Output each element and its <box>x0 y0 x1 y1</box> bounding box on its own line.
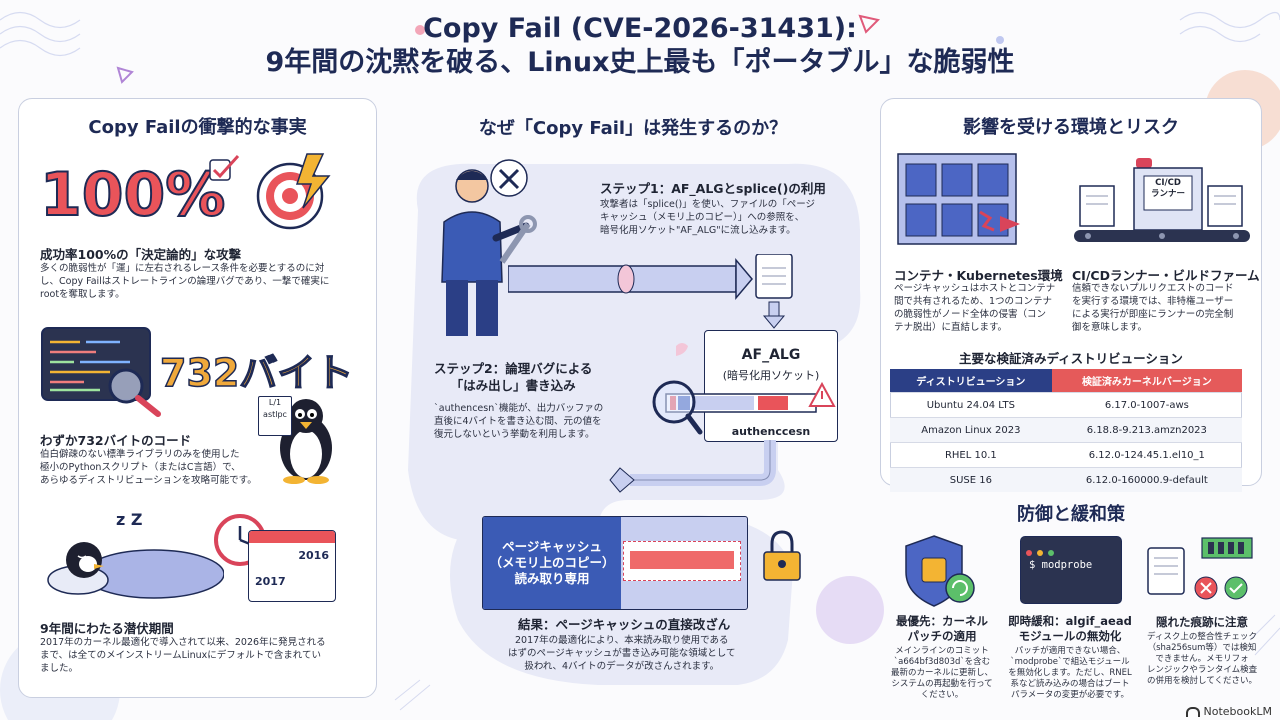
def1-heading: 最優先：カーネル パッチの適用 <box>896 614 988 643</box>
stat3-heading: 9年間にわたる潜伏期間 <box>40 621 174 636</box>
success-rate-stat: 100% <box>39 159 226 231</box>
step1-heading: ステップ1：AF_ALGとsplice()の利用 <box>600 181 826 196</box>
page-title: Copy Fail (CVE-2026-31431): 9年間の沈黙を破る、Li… <box>0 12 1280 80</box>
def2-body: パッチが適用できない場合、 `modprobe`で組込モジュール を無効化します… <box>1008 646 1132 700</box>
runner-label: CI/CD ランナー <box>1150 178 1185 199</box>
stat1-body: 多くの脆弱性が「運」に左右されるレース条件を必要とするのに対 し、Copy Fa… <box>40 263 330 300</box>
container-server-icon <box>897 153 1020 245</box>
page-cache-box: ページキャッシュ （メモリ上のコピー） 読み取り専用 <box>482 516 748 610</box>
facts-header: Copy Failの衝撃的な事実 <box>88 117 307 138</box>
file-icon: L/1 astlpc <box>258 396 292 436</box>
terminal-command: $ modprobe <box>1029 559 1093 571</box>
step2-body: `authencesn`機能が、出力バッファの 直後に4バイトを書き込む間、元の… <box>434 403 604 440</box>
kernel-col-header: 検証済みカーネルバージョン <box>1051 369 1242 393</box>
af-alg-title: AF_ALG <box>741 347 801 363</box>
defense-header: 防御と緩和策 <box>1017 504 1125 525</box>
distribution-table: ディストリビューション 検証済みカーネルバージョン Ubuntu 24.04 L… <box>890 369 1242 492</box>
lock-icon <box>763 530 801 581</box>
notebooklm-logo-icon <box>1186 707 1201 717</box>
buffer-overflow-graphic <box>652 343 836 435</box>
stat2-heading: わずか732バイトのコード <box>40 433 192 448</box>
sleeping-penguin-icon <box>47 542 224 599</box>
dist-table-title: 主要な検証済みディストリビューション <box>959 351 1183 366</box>
def1-body: メインラインのコミット `a664bf3d803d`を含む 最新のカーネルに更新… <box>890 646 993 700</box>
flow-arrow <box>609 440 776 493</box>
dist-col-header: ディストリビューション <box>890 369 1052 393</box>
stat2-body: 伯白僻疎のない標準ライブラリのみを使用した 極小のPythonスクリプト（または… <box>40 449 257 486</box>
title-line1: Copy Fail (CVE-2026-31431): <box>423 13 857 44</box>
calendar-icon: 2016 2017 <box>248 530 336 602</box>
result-heading: 結果：ページキャッシュの直接改ざん <box>518 617 731 632</box>
attacker-figure-icon <box>441 169 537 336</box>
penguin-icon <box>280 399 332 484</box>
def3-heading: 隠れた痕跡に注意 <box>1156 615 1248 629</box>
env1-heading: コンテナ・Kubernetes環境 <box>894 268 1063 283</box>
title-line2: 9年間の沈黙を破る、Linux史上最も「ポータブル」な脆弱性 <box>265 47 1015 78</box>
code-size-stat: 732バイト <box>159 350 354 396</box>
brand-watermark: NotebookLM <box>1186 705 1272 718</box>
risk-header: 影響を受ける環境とリスク <box>963 117 1179 138</box>
result-body: 2017年の最適化により、本来読み取り使用である はずのページキャッシュが書き込… <box>508 635 736 672</box>
ci-cd-runner-icon <box>1074 158 1250 242</box>
tools-icon <box>490 159 528 197</box>
checkmark-icon <box>209 154 240 181</box>
sleep-zz: z Z <box>116 510 143 529</box>
af-alg-subtitle: (暗号化用ソケット) <box>722 369 820 382</box>
target-icon <box>256 153 331 230</box>
calendar-year-2017: 2017 <box>255 575 286 588</box>
code-window-icon <box>41 327 161 417</box>
stat1-heading: 成功率100%の「決定論的」な攻撃 <box>40 247 242 262</box>
env1-body: ページキャッシュはホストとコンテナ 間で共有されるため、1つのコンテナ の脆弱性… <box>894 283 1056 333</box>
af-alg-socket-box: AF_ALG (暗号化用ソケット) authenccesn <box>704 330 838 442</box>
step1-body: 攻撃者は「splice()」を使い、ファイルの「ページ キャッシュ（メモリ上のコ… <box>600 199 816 236</box>
center-header: なぜ「Copy Fail」は発生するのか？ <box>478 118 788 139</box>
env2-body: 信頼できないプルリクエストのコード を実行する環境では、非特権ユーザー による実… <box>1072 283 1234 333</box>
step2-heading: ステップ2：論理バグによる 「はみ出し」書き込み <box>434 361 593 393</box>
memory-check-icon <box>1147 537 1253 600</box>
authencesn-label: authenccesn <box>731 425 811 438</box>
def3-body: ディスク上の整合性チェック （sha256sum等）では検知 できません。メモリ… <box>1146 632 1258 686</box>
page-cache-label: ページキャッシュ （メモリ上のコピー） 読み取り専用 <box>483 517 621 609</box>
terminal-window: $ modprobe <box>1020 536 1122 604</box>
stat3-body: 2017年のカーネル最適化で導入されて以来、2026年に発見される まで、は全て… <box>40 637 326 674</box>
def2-heading: 即時緩和：algif_aead モジュールの無効化 <box>1008 614 1132 643</box>
env2-heading: CI/CDランナー・ビルドファーム <box>1072 268 1260 283</box>
shield-icon <box>905 535 975 607</box>
corrupted-bytes <box>623 541 741 581</box>
calendar-year-2016: 2016 <box>298 549 329 562</box>
splice-pipe <box>508 254 793 329</box>
